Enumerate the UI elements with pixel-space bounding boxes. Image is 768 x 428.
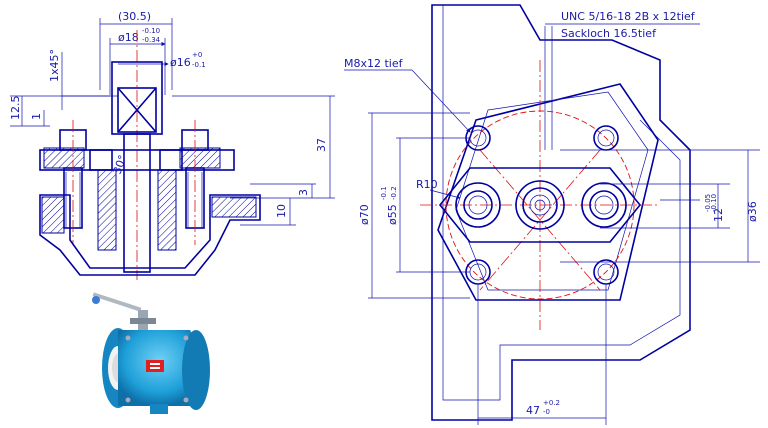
dim-30-5: (30.5)	[118, 10, 151, 23]
dim-1: 1	[30, 113, 43, 120]
right-top-view: UNC 5/16-18 2B x 12tief Sackloch 16.5tie…	[344, 4, 760, 425]
dim-12-5: 12.5	[9, 96, 22, 121]
dim-dia18: ø18	[118, 31, 139, 44]
dim-12-tol-lower: -0.10	[710, 194, 718, 212]
bolt-thread-callout: M8x12 tief	[344, 57, 404, 70]
dim-dia55-tol-upper: -0.1	[380, 186, 388, 200]
dim-3: 3	[297, 189, 310, 196]
dim-dia16-tol-lower: -0.1	[192, 61, 206, 69]
valve-label	[146, 360, 164, 372]
dim-dia18-tol-upper: -0.10	[142, 27, 160, 35]
dim-dia36: ø36	[746, 201, 759, 222]
dim-47-tol-upper: +0.2	[543, 399, 560, 407]
dim-dia55-tol-lower: -0.2	[390, 186, 398, 200]
blind-hole-callout: Sackloch 16.5tief	[561, 27, 657, 40]
dim-dia70: ø70	[358, 204, 371, 225]
valve-photo	[92, 292, 210, 414]
dim-angle: 30°	[111, 153, 130, 176]
dim-chamfer: 1x45°	[48, 49, 61, 82]
dim-dia18-tol-lower: -0.34	[142, 36, 161, 44]
left-section-view: (30.5) ø18 -0.10 -0.34 ø16 +0 -0.1 1x45°…	[9, 10, 335, 280]
dim-dia55: ø55	[386, 204, 399, 225]
bolt-hole-br	[593, 259, 619, 285]
dim-47-tol-lower: -0	[543, 408, 550, 416]
radius-callout: R10	[416, 178, 438, 191]
dim-47: 47	[526, 404, 540, 417]
dim-12-tol-upper: -0.05	[704, 194, 712, 212]
thread-callout: UNC 5/16-18 2B x 12tief	[561, 10, 696, 23]
dim-dia16: ø16	[170, 56, 191, 69]
dim-12: 12	[712, 208, 725, 222]
dim-37: 37	[315, 138, 328, 152]
dim-10: 10	[275, 204, 288, 218]
dim-dia16-tol-upper: +0	[192, 51, 202, 59]
